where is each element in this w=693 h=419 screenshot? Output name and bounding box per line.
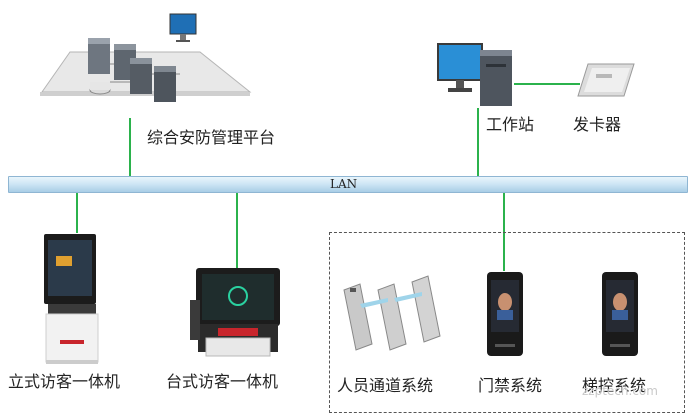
elevator-terminal-icon [602,272,638,356]
standing-kiosk-label: 立式访客一体机 [8,372,121,391]
desktop-kiosk-icon [190,268,280,357]
access-control-label: 门禁系统 [478,376,543,395]
platform-label: 综合安防管理平台 [147,128,276,147]
card-reader-icon [577,63,635,97]
lan-label: LAN [330,177,358,191]
personnel-channel-label: 人员通道系统 [337,376,434,395]
workstation-label: 工作站 [486,115,535,134]
turnstile-icon [343,275,441,351]
card-issuer-label: 发卡器 [573,115,622,134]
platform-link [129,118,131,177]
desktop-kiosk-label: 台式访客一体机 [166,372,279,391]
standing-kiosk-link [76,193,78,233]
watermark: zzptech.com [582,384,658,398]
standing-kiosk-icon [44,234,99,364]
desktop-kiosk-link [236,193,238,269]
access-terminal-icon [487,272,523,356]
workstation-link [477,108,479,177]
lan-bus [8,176,688,193]
workstation-cardreader-link [514,83,580,85]
access-systems-group [329,232,685,413]
workstation-icon [437,43,512,106]
server-cluster-icon [40,13,252,102]
elevator-control-label: 梯控系统 [582,376,647,395]
